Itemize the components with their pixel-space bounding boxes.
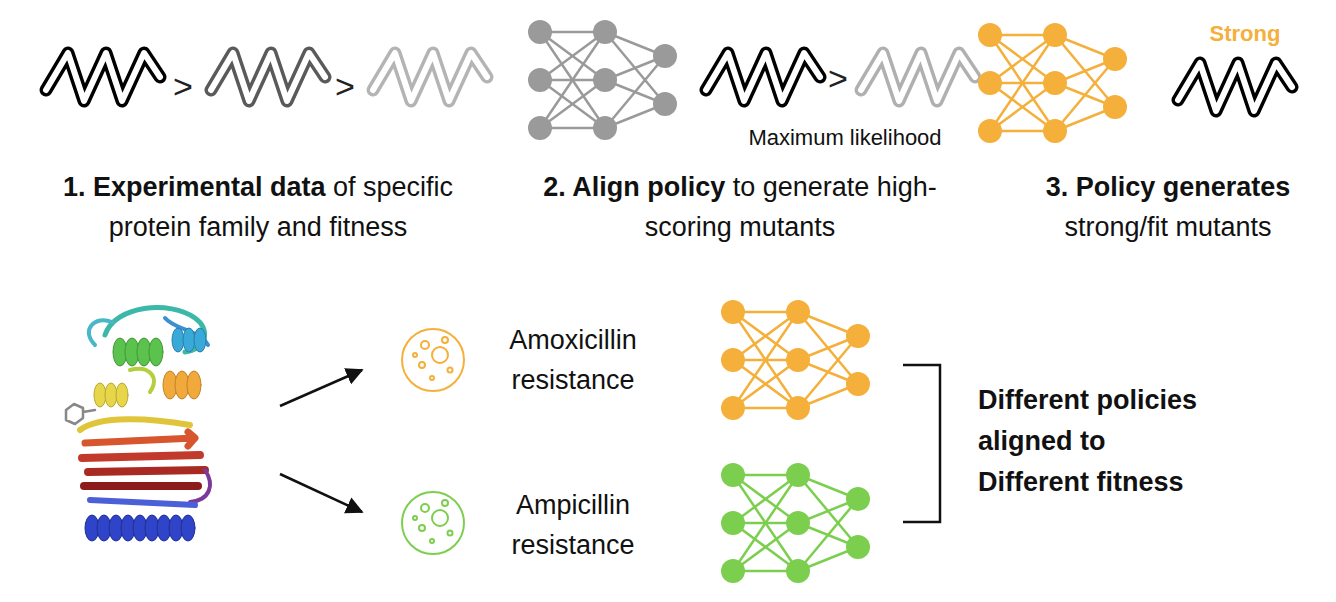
label-group: Ampicillin resistance xyxy=(493,485,653,565)
dish-icon-ampicillin xyxy=(402,492,464,554)
policy-network-ampicillin xyxy=(721,463,870,583)
branch-arrow xyxy=(280,370,362,406)
greater-than-symbol: > xyxy=(173,67,193,105)
step-heading: 3. Policy generates xyxy=(1046,172,1291,202)
helix-rejected xyxy=(861,53,975,101)
grouping-bracket xyxy=(903,365,940,522)
label-group: 3. Policy generates strong/fit mutants xyxy=(1003,167,1333,247)
emphasis-label: Strong xyxy=(1210,21,1281,46)
greater-than-symbol: > xyxy=(335,67,355,105)
step-heading: 2. Align policy xyxy=(543,172,725,202)
label-group: 1. Experimental data of specific protein… xyxy=(18,167,498,247)
fitness-label: Amoxicillin resistance xyxy=(509,325,637,395)
helix-weak xyxy=(373,53,487,101)
policy-network-aligned xyxy=(978,23,1127,143)
branch-arrow xyxy=(280,474,362,512)
helix-strong xyxy=(46,53,160,101)
label-group: > xyxy=(163,66,203,106)
label-group: 2. Align policy to generate high-scoring… xyxy=(540,167,940,247)
greater-than-symbol: > xyxy=(828,59,848,97)
label-group: Amoxicillin resistance xyxy=(493,320,653,400)
policy-network-amoxicillin xyxy=(721,300,870,420)
label-group: Strong xyxy=(1190,20,1300,48)
label-group: Maximum likelihood xyxy=(720,124,970,151)
fitness-label: Ampicillin resistance xyxy=(511,490,634,560)
step-heading: 1. Experimental data xyxy=(63,172,326,202)
helix-medium xyxy=(211,53,325,101)
summary-label: Different policies aligned to Different … xyxy=(978,385,1197,497)
method-label: Maximum likelihood xyxy=(748,125,941,150)
label-group: > xyxy=(818,58,858,98)
dish-icon-amoxicillin xyxy=(402,329,464,391)
step-description: strong/fit mutants xyxy=(1064,212,1271,242)
label-group: > xyxy=(325,66,365,106)
protein-structure xyxy=(66,308,210,541)
helix-output xyxy=(1178,63,1292,111)
label-group: Different policies aligned to Different … xyxy=(978,380,1216,503)
policy-network-base xyxy=(528,20,677,140)
helix-preferred xyxy=(706,53,820,101)
